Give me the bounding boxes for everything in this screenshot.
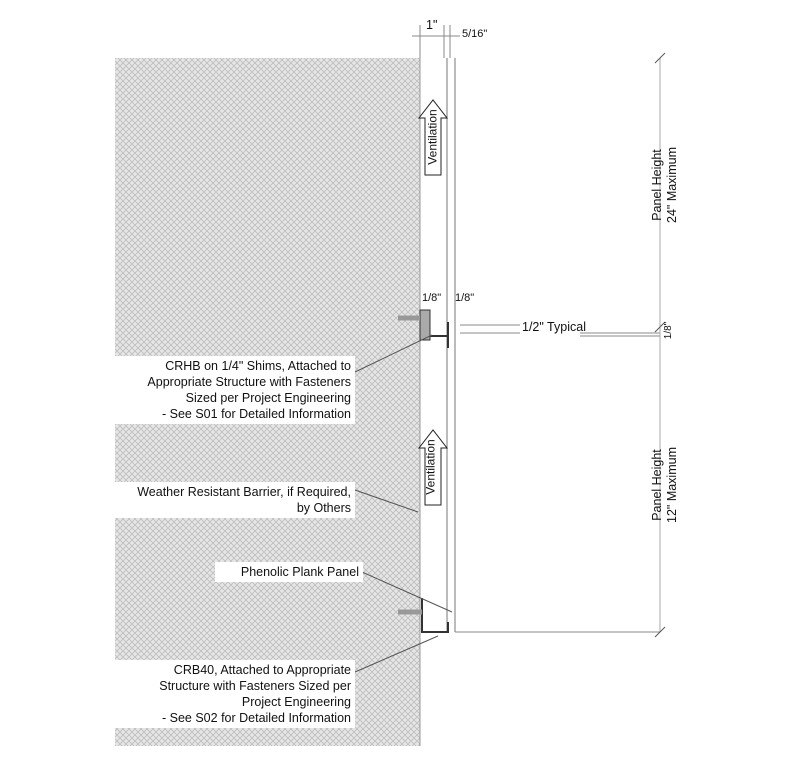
ventilation-label: Ventilation [425, 109, 440, 165]
callout-line: Phenolic Plank Panel [240, 565, 359, 579]
callout-line: Project Engineering [241, 695, 351, 709]
ventilation-label: Ventilation [423, 439, 438, 495]
callout-wrb: Weather Resistant Barrier, if Required, … [115, 482, 355, 518]
callout-line: Structure with Fasteners Sized per [159, 679, 351, 693]
callout-line: CRHB on 1/4" Shims, Attached to [165, 359, 351, 373]
dim-gap-right: 1/8" [455, 292, 475, 304]
ventilation-arrow-icon [417, 99, 449, 176]
callout-line: Weather Resistant Barrier, if Required, [137, 485, 351, 499]
callout-line: by Others [296, 501, 351, 515]
dim-5-16in: 5/16" [462, 28, 488, 40]
panel-height-max: 12" Maximum [665, 447, 679, 523]
callout-line: Sized per Project Engineering [185, 391, 351, 405]
callout-crhb: CRHB on 1/4" Shims, Attached to Appropri… [115, 356, 355, 424]
dim-right-small: 1/8" [663, 321, 675, 340]
panel-height-max: 24" Maximum [665, 147, 679, 223]
callout-crb40: CRB40, Attached to Appropriate Structure… [115, 660, 355, 728]
panel-height-label: Panel Height [650, 449, 664, 521]
panel-height-label: Panel Height [650, 149, 664, 221]
dim-gap-left: 1/8" [422, 292, 442, 304]
ventilation-arrow-icon [417, 429, 449, 506]
callout-line: Appropriate Structure with Fasteners [147, 375, 351, 389]
callout-panel: Phenolic Plank Panel [215, 562, 363, 582]
dim-1in: 1" [426, 18, 438, 32]
callout-line: - See S01 for Detailed Information [162, 407, 351, 421]
dim-half-typical: 1/2" Typical [522, 320, 586, 334]
callout-line: - See S02 for Detailed Information [162, 711, 351, 725]
callout-line: CRB40, Attached to Appropriate [173, 663, 351, 677]
